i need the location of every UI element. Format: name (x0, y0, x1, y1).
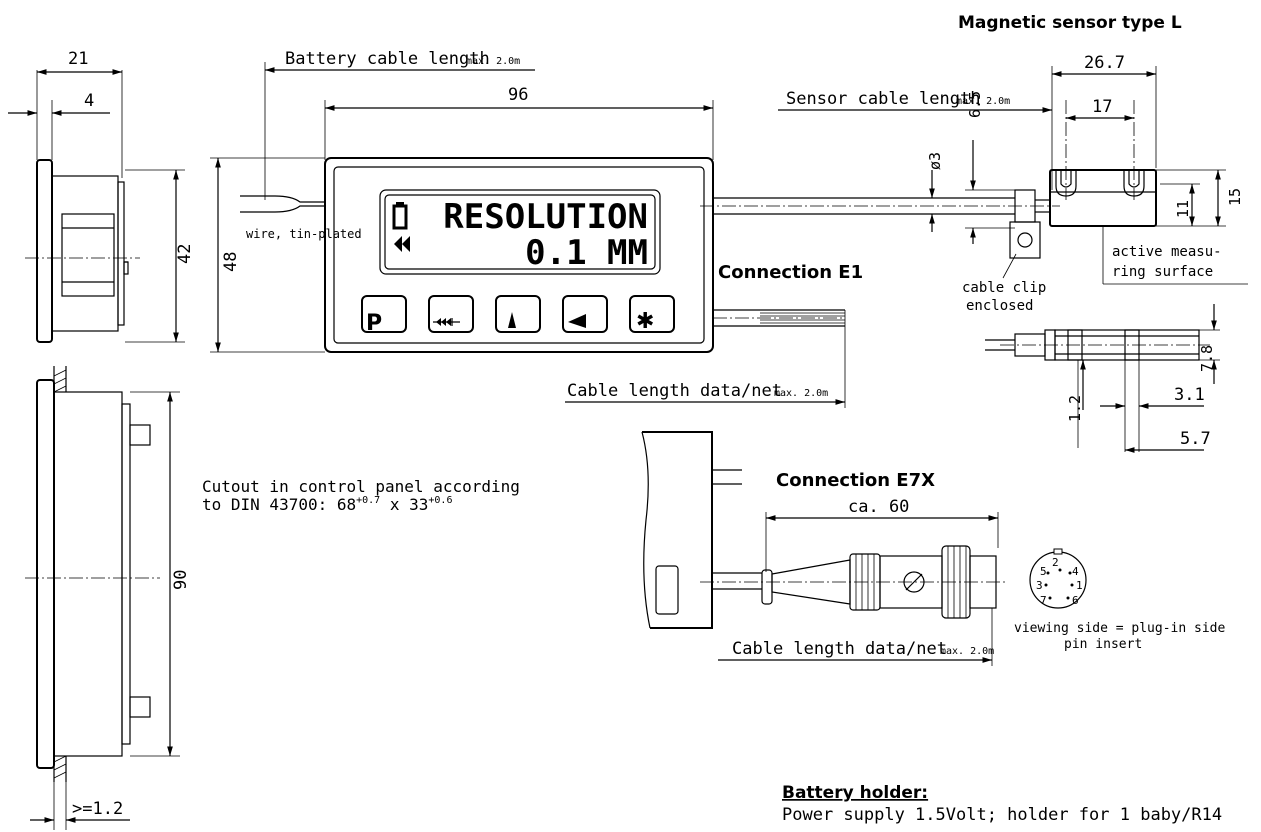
active-surface-line-1: active measu- (1112, 244, 1222, 260)
dim-height-42: 42 (175, 244, 195, 264)
dim-front-4: 4 (84, 91, 94, 111)
key-rewind[interactable] (428, 295, 474, 333)
dim-3-1: 3.1 (1174, 385, 1205, 405)
svg-text:✱: ✱ (636, 309, 654, 334)
cutout-line-2: to DIN 43700: 68+0.7 x 33+0.6 (202, 495, 452, 514)
svg-text:P: P (366, 311, 382, 336)
dim-diameter-3: ø3 (926, 152, 944, 170)
connection-e7x: Connection E7X ca. 60 Cable length data/… (641, 431, 1225, 666)
clip-label-1: cable clip (962, 280, 1046, 296)
key-left[interactable] (562, 295, 608, 333)
dim-1-2: 1.2 (1066, 395, 1084, 422)
lcd-display (379, 189, 661, 275)
lcd-line-1: RESOLUTION (443, 197, 648, 237)
svg-text:6: 6 (1072, 594, 1079, 607)
key-star[interactable]: ✱ (629, 295, 675, 334)
dim-15: 15 (1226, 188, 1244, 206)
key-up[interactable] (495, 295, 541, 333)
device-housing (324, 157, 714, 353)
side-view: 21 4 42 (8, 49, 195, 343)
e1-cable-max: max. 2.0m (774, 388, 828, 399)
sensor-side-view: 7.8 1.2 3.1 5.7 (985, 304, 1220, 453)
dim-11: 11 (1174, 200, 1192, 218)
svg-text:4: 4 (1072, 565, 1079, 578)
svg-text:7: 7 (1040, 594, 1047, 607)
dim-sensor-width: 26.7 (1084, 53, 1125, 73)
connection-e1-label: Connection E1 (718, 262, 863, 283)
connection-e7x-label: Connection E7X (776, 470, 935, 491)
dim-6-5: 6.5 (966, 91, 984, 118)
dim-length-60: ca. 60 (848, 497, 909, 517)
dim-height-48: 48 (221, 252, 241, 272)
pin-insert-label: pin insert (1064, 637, 1142, 652)
rewind-icon (394, 236, 410, 252)
drawing-title: Magnetic sensor type L (958, 13, 1182, 33)
magnetic-sensor: cable clip enclosed 26.7 17 11 15 active… (962, 53, 1248, 314)
front-view: Battery cable length max. 2.0m 96 48 wir… (210, 49, 863, 408)
svg-text:1: 1 (1076, 579, 1083, 592)
battery-icon (392, 204, 408, 230)
e7x-cable-label: Cable length data/net (732, 639, 947, 659)
wire-label: wire, tin-plated (246, 227, 362, 241)
battery-heading: Battery holder: (782, 783, 928, 803)
lower-side-view: 90 >=1.2 (25, 366, 191, 830)
dim-7-8: 7.8 (1198, 345, 1216, 372)
sensor-cable-max: max. 2.0m (956, 96, 1010, 107)
dim-5-7: 5.7 (1180, 429, 1211, 449)
dim-width-96: 96 (508, 85, 528, 105)
sensor-cable-label: Sensor cable length (786, 89, 980, 109)
viewing-side-label: viewing side = plug-in side (1014, 621, 1225, 636)
battery-cable-label: Battery cable length (285, 49, 490, 69)
cutout-line-1: Cutout in control panel according (202, 477, 520, 496)
svg-text:3: 3 (1036, 579, 1043, 592)
e1-cable-label: Cable length data/net (567, 381, 782, 401)
sensor-cable: Sensor cable length max. 2.0m ø3 6.5 (700, 66, 1060, 244)
dim-height-90: 90 (171, 570, 191, 590)
dim-slot-17: 17 (1092, 97, 1112, 117)
clip-label-2: enclosed (966, 298, 1033, 314)
lcd-line-2: 0.1 MM (525, 233, 648, 273)
battery-text: Power supply 1.5Volt; holder for 1 baby/… (782, 805, 1222, 825)
svg-text:2: 2 (1052, 556, 1059, 569)
key-p[interactable]: P (361, 295, 407, 336)
battery-cable-max: max. 2.0m (466, 56, 520, 67)
svg-text:5: 5 (1040, 565, 1047, 578)
dim-panel-thickness: >=1.2 (72, 799, 123, 819)
e7x-cable-max: max. 2.0m (940, 646, 994, 657)
dim-depth-21: 21 (68, 49, 88, 69)
battery-holder-note: Battery holder: Power supply 1.5Volt; ho… (782, 783, 1222, 825)
cutout-note: Cutout in control panel according to DIN… (202, 477, 520, 514)
active-surface-line-2: ring surface (1112, 264, 1213, 280)
